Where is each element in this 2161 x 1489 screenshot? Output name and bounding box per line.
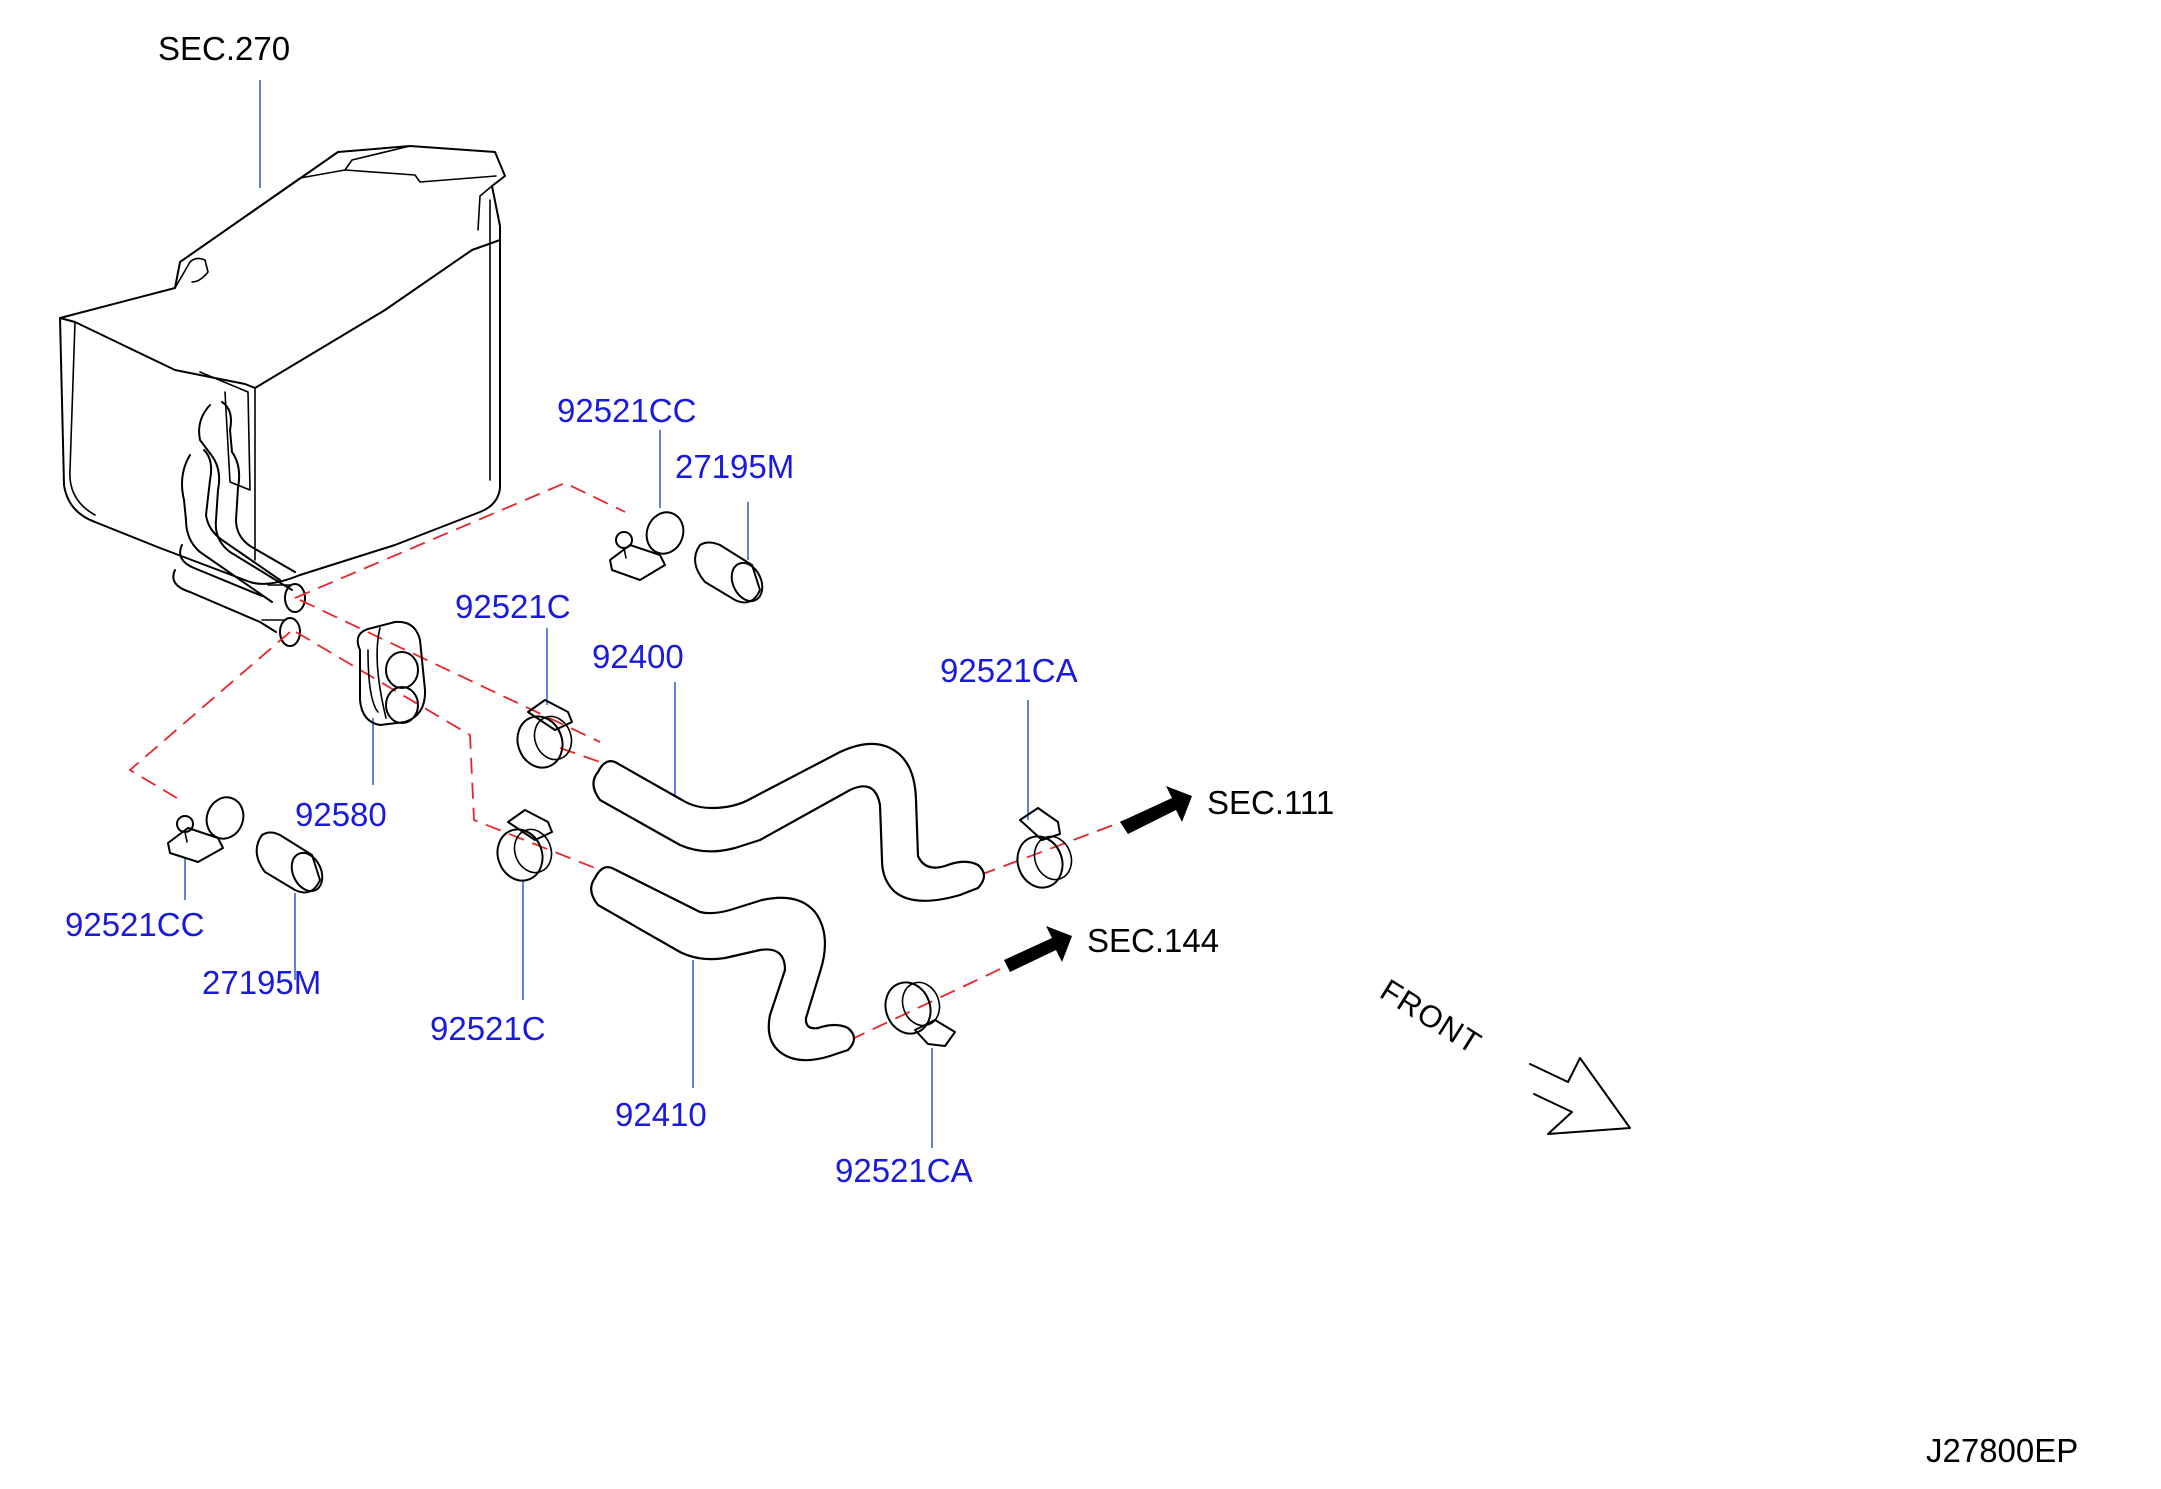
- hose-92410: [590, 866, 856, 1062]
- clip-92521cc-bottom: [167, 796, 245, 863]
- clamp-92521c-top: [516, 699, 573, 769]
- label-front: FRONT: [1374, 972, 1487, 1061]
- grommet-92580: [356, 620, 427, 726]
- label-92410: 92410: [615, 1096, 707, 1133]
- label-sec-144: SEC.144: [1087, 922, 1219, 959]
- label-sec-270: SEC.270: [158, 30, 290, 67]
- arrow-to-sec111: [1120, 786, 1192, 834]
- label-92521cc-bottom: 92521CC: [65, 906, 204, 943]
- sleeve-27195m-bottom: [255, 831, 324, 894]
- label-sec-111: SEC.111: [1207, 784, 1334, 821]
- label-92521ca-bottom: 92521CA: [835, 1152, 973, 1189]
- guide-lines: [128, 482, 1141, 1041]
- hose-92400: [592, 742, 986, 902]
- label-92400: 92400: [592, 638, 684, 675]
- arrow-to-sec144: [1004, 926, 1072, 972]
- label-92521c-top: 92521C: [455, 588, 571, 625]
- leader-lines: [184, 80, 1029, 1148]
- label-92521cc-top: 92521CC: [557, 392, 696, 429]
- clip-92521cc-top: [609, 511, 685, 581]
- label-27195m-bottom: 27195M: [202, 964, 321, 1001]
- sleeve-27195m-top: [694, 541, 764, 604]
- clamp-92521ca-top: [1016, 807, 1073, 889]
- clamp-92521ca-bottom: [884, 981, 956, 1047]
- clamp-92521c-bottom: [496, 809, 553, 882]
- label-27195m-top: 27195M: [675, 448, 794, 485]
- drawing-code: J27800EP: [1926, 1432, 2078, 1469]
- label-92521c-bottom: 92521C: [430, 1010, 546, 1047]
- heater-unit: [59, 145, 506, 647]
- label-92580: 92580: [295, 796, 387, 833]
- front-arrow: [1529, 1057, 1631, 1135]
- label-92521ca-top: 92521CA: [940, 652, 1078, 689]
